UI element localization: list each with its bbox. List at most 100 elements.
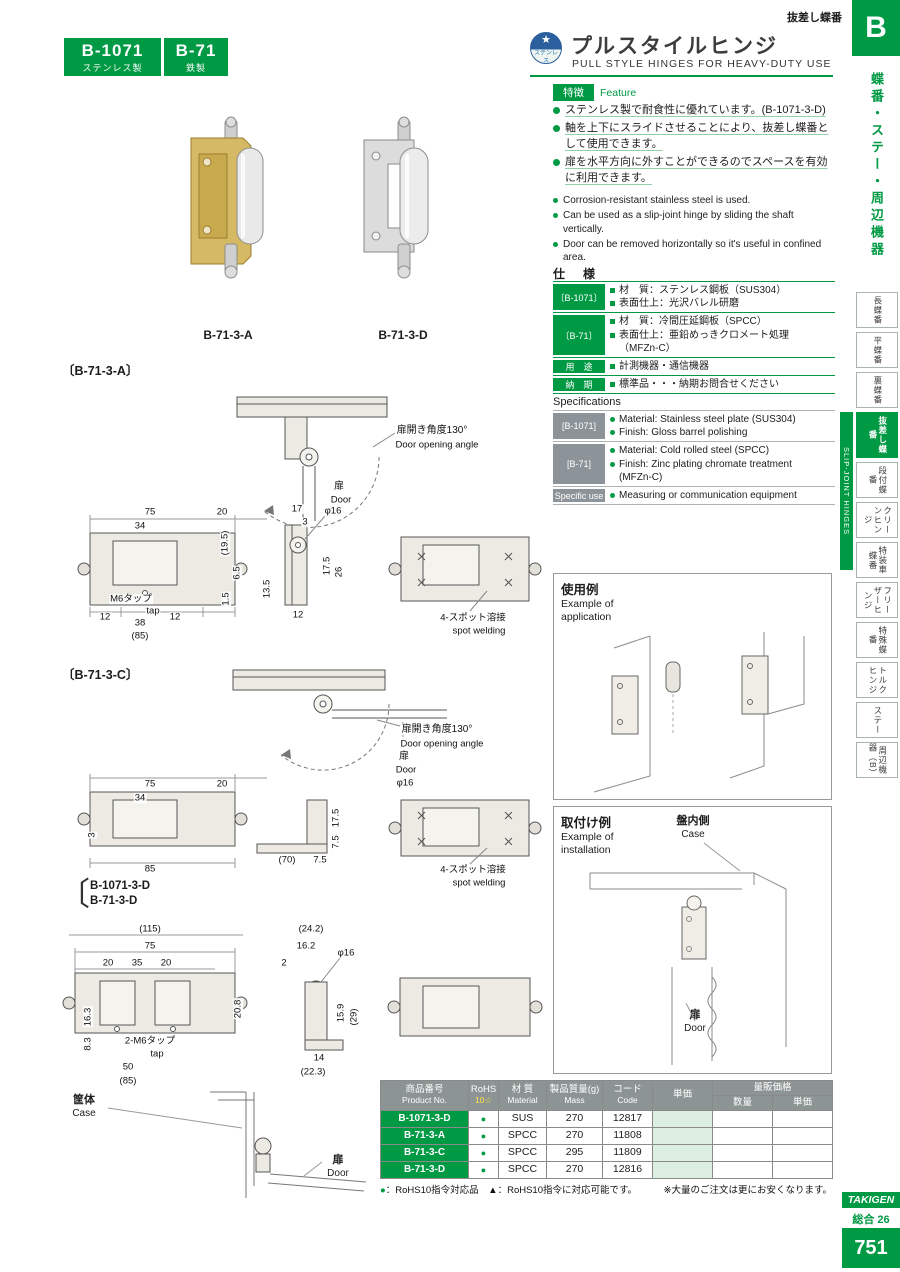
feature-label-en: Feature xyxy=(600,86,637,99)
feature-list-jp: ステンレス製で耐食性に優れています。(B-1071-3-D) 軸を上下にスライド… xyxy=(553,103,835,189)
spec-line: Material: Stainless steel plate (SUS304) xyxy=(619,414,796,425)
rohs-triangle-icon: ▲ xyxy=(488,1185,498,1196)
dim-label: 20 xyxy=(101,957,115,969)
tap-label-jp: M6タップ xyxy=(109,593,153,605)
door-opening-angle-label-en: Door opening angle xyxy=(399,738,485,750)
sidebar-tab-peripheral[interactable]: 周辺機器（B） xyxy=(856,742,898,778)
rohs-dot-icon: ● xyxy=(380,1185,386,1196)
dim-label: (85) xyxy=(118,1075,138,1087)
dim-label: 34 xyxy=(133,792,147,804)
dim-label: 1.5 xyxy=(220,591,232,607)
dim-label: 20 xyxy=(215,506,229,518)
bullet-icon xyxy=(610,448,615,454)
bullet-icon xyxy=(610,319,615,325)
product-material: ステンレス製 xyxy=(82,62,143,73)
product-code-box-b71: B-71 鉄製 xyxy=(164,38,228,76)
sidebar-tab-long-hinge[interactable]: 長蝶番 xyxy=(856,292,898,328)
bullet-icon xyxy=(610,332,615,338)
sidebar-tab-stepped-hinge[interactable]: 段付蝶番 xyxy=(856,462,898,498)
technical-drawing xyxy=(107,1091,367,1198)
col-header-mass: 製品質量(g)Mass xyxy=(546,1080,603,1111)
unit-price-cell xyxy=(771,1161,834,1179)
usage-example-title: 使用例 Example of application xyxy=(561,583,614,624)
spec-line: Material: Cold rolled steel (SPCC) xyxy=(619,445,770,457)
sidebar-tab-stay[interactable]: ステー xyxy=(856,702,898,738)
tap-label-en: tap xyxy=(145,605,161,617)
bullet-icon xyxy=(553,107,560,114)
bullet-icon xyxy=(553,198,558,203)
sidebar-tab-torque-hinge[interactable]: トルクヒンジ xyxy=(856,662,898,698)
dim-label: 3 xyxy=(301,516,309,528)
code-cell: 12817 xyxy=(602,1110,653,1128)
sidebar-tab-freezer-hinge[interactable]: フリーザーヒンジ xyxy=(856,582,898,618)
spot-weld-label-jp: 4-スポット溶接 xyxy=(439,612,507,624)
spec-line: (MFZn-C) xyxy=(619,471,663,483)
dim-label: 35 xyxy=(130,957,144,969)
unit-price-cell xyxy=(771,1144,834,1162)
product-no-cell: B-71-3-C xyxy=(380,1144,469,1162)
technical-drawing xyxy=(77,669,542,868)
spec-line: （MFZn-C） xyxy=(619,342,676,354)
table-row: B-71-3-C ● SPCC 295 11809 xyxy=(380,1144,834,1162)
material-cell: SPCC xyxy=(498,1144,547,1162)
page-subtitle: PULL STYLE HINGES FOR HEAVY-DUTY USE xyxy=(572,58,832,70)
dim-label: 17 xyxy=(290,503,304,515)
drawing-title-b71-3a: 〔B-71-3-A〕 xyxy=(62,364,139,378)
spot-weld-label-jp: 4-スポット溶接 xyxy=(439,864,507,876)
dim-label: 17.5 xyxy=(321,555,333,577)
drawing-b71-3a: 扉開き角度130° Door opening angle 扉 Door 75 2… xyxy=(55,383,545,651)
mass-cell: 270 xyxy=(546,1161,603,1179)
spec-row: 〔B-71〕 材 質：冷間圧延鋼板（SPCC） 表面仕上：亜鉛めっきクロメート処… xyxy=(553,312,835,357)
sidebar-tab-flat-hinge[interactable]: 平蝶番 xyxy=(856,332,898,368)
dim-label: 38 xyxy=(133,617,147,629)
drawing-title-line1: B-1071-3-D xyxy=(90,880,151,893)
spec-row: 用 途 計測機器・通信機器 xyxy=(553,356,835,375)
sidebar-tab-special-vehicle-hinge[interactable]: 特装車蝶番 xyxy=(856,542,898,578)
dim-label: 16.2 xyxy=(295,940,317,952)
badge-label: ステンレス xyxy=(534,50,558,64)
spec-row-label: 用 途 xyxy=(553,359,605,374)
bullet-icon xyxy=(610,288,615,293)
mass-cell: 270 xyxy=(546,1110,603,1128)
sidebar-tab-clean-hinge[interactable]: クリーンヒンジ xyxy=(856,502,898,538)
dim-label: φ16 xyxy=(323,505,343,517)
dim-label: 85 xyxy=(143,863,157,875)
spec-row: Specific use Measuring or communication … xyxy=(553,485,835,506)
feature-header: 特徴 Feature xyxy=(553,84,636,101)
spec-title-en: Specifications xyxy=(553,396,621,408)
door-opening-angle-label-jp: 扉開き角度130° xyxy=(395,425,469,436)
dim-label: 75 xyxy=(143,778,157,790)
tap-label-en: tap xyxy=(149,1048,165,1060)
dim-label: 34 xyxy=(133,520,147,532)
dim-label: 7.5 xyxy=(330,834,342,850)
dim-label: 6.5 xyxy=(231,565,243,581)
dim-label: 15.9 xyxy=(335,1002,347,1024)
bullet-icon xyxy=(610,461,615,467)
dim-label: (85) xyxy=(130,630,150,642)
spec-row-label: 納 期 xyxy=(553,378,605,392)
code-cell: 11809 xyxy=(602,1144,653,1162)
catalog-number: 総合 26 xyxy=(852,1214,890,1226)
product-material: 鉄製 xyxy=(185,62,206,73)
title-underline xyxy=(530,75,833,77)
dim-label: 12 xyxy=(98,611,112,623)
spec-line: 標準品・・・納期お問合せください xyxy=(619,379,779,391)
col-header-qty: 数量 xyxy=(712,1095,773,1111)
sidebar-tab-special-hinge[interactable]: 特殊蝶番 xyxy=(856,622,898,658)
spec-row: [B-1071] Material: Stainless steel plate… xyxy=(553,410,835,441)
stainless-badge: ★ ステンレス xyxy=(530,32,562,64)
bullet-icon xyxy=(553,241,558,247)
price-cell xyxy=(652,1127,713,1145)
sidebar-tab-slip-joint-hinge[interactable]: 抜差し蝶番 xyxy=(856,412,898,458)
dim-label: (24.2) xyxy=(297,923,325,935)
mass-cell: 270 xyxy=(546,1127,603,1145)
sidebar-slip-joint-bar: SLIP-JOINT HINGES xyxy=(840,412,853,570)
sidebar-tab-back-hinge[interactable]: 裏蝶番 xyxy=(856,372,898,408)
dim-label: 17.5 xyxy=(330,807,342,829)
dim-label: 8.3 xyxy=(82,1036,94,1052)
section-index-tab[interactable]: B xyxy=(852,0,900,56)
unit-price-cell xyxy=(771,1127,834,1145)
